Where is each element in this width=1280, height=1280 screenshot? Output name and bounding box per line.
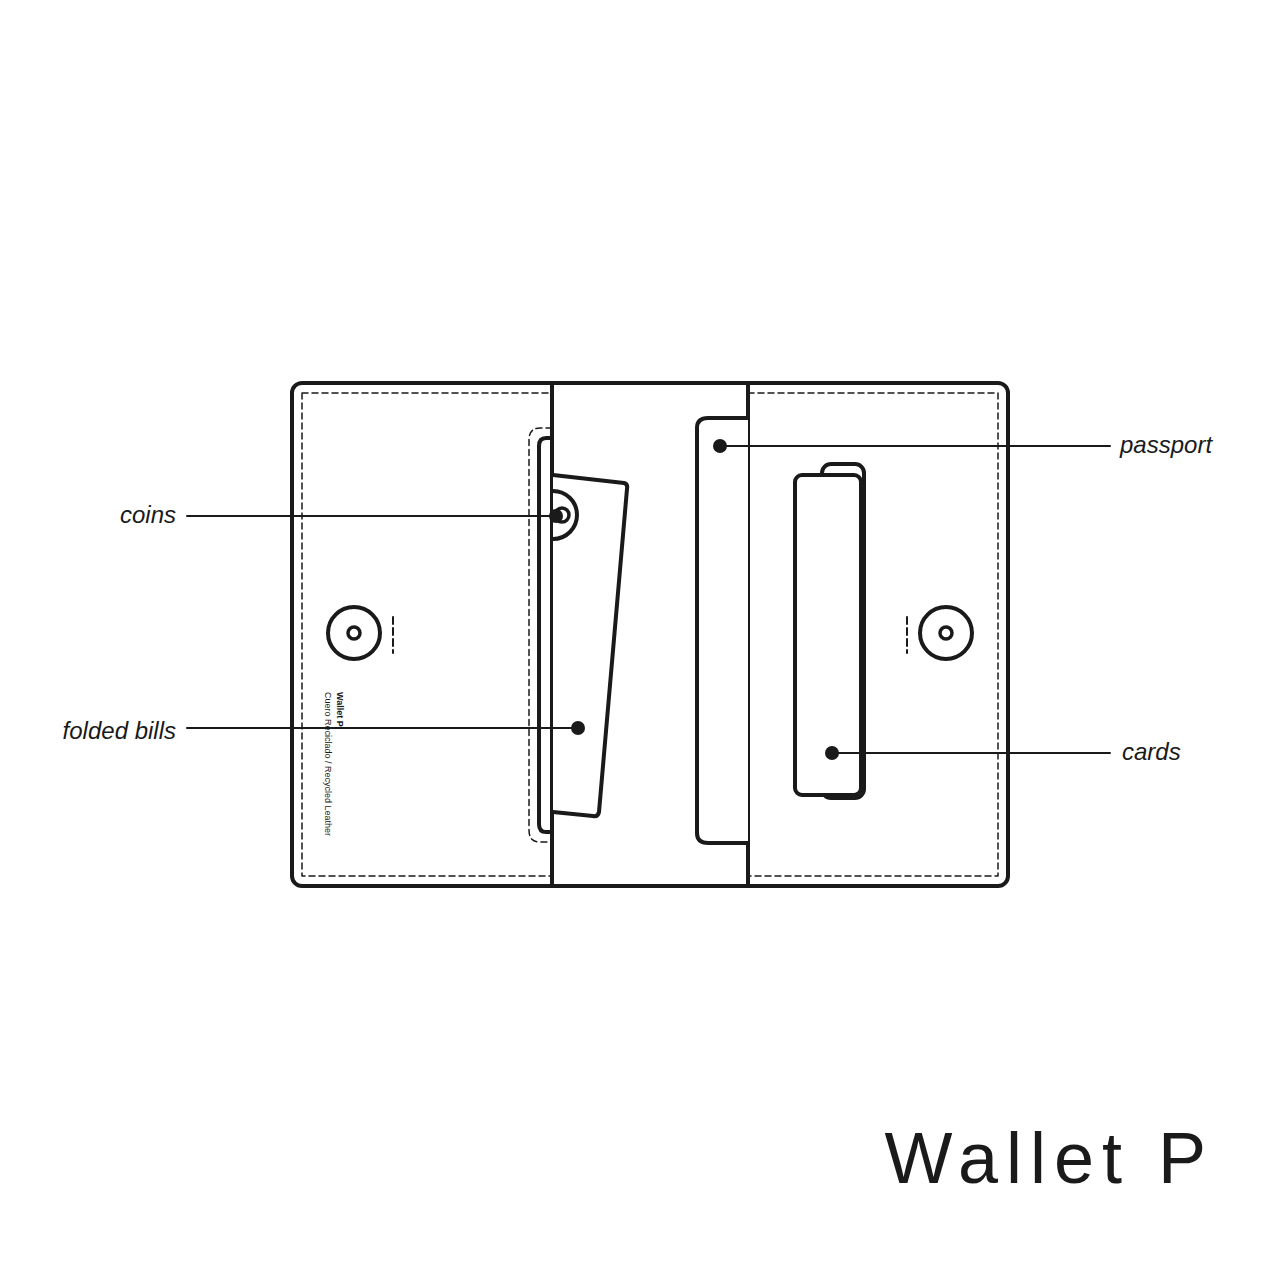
callout-label: passport	[1120, 433, 1212, 457]
callout-label: cards	[1122, 740, 1181, 764]
stamp-text: Wallet P	[335, 692, 344, 727]
stamp-text: Cuero Reciclado / Recycled Leather	[323, 692, 332, 836]
callout-label: folded bills	[63, 719, 176, 743]
caption: Wallet P	[885, 1122, 1214, 1194]
callout-label: coins	[120, 503, 176, 527]
